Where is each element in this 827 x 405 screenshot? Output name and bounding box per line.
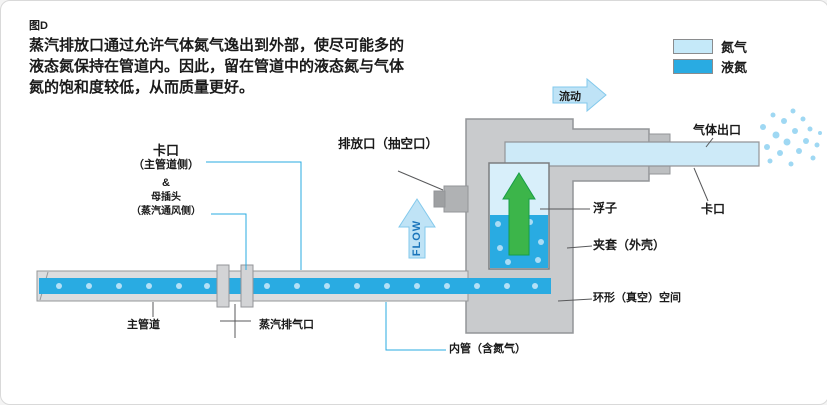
description-line: 氮的饱和度较低，从而质量更好。 bbox=[29, 79, 255, 96]
legend-item-gas: 氮气 bbox=[673, 37, 747, 55]
label-annular-space: 环形（真空）空间 bbox=[593, 292, 681, 304]
legend-label-liquid: 液氮 bbox=[721, 59, 748, 75]
label-gas-outlet: 气体出口 bbox=[693, 123, 742, 137]
legend: 氮气 液氮 bbox=[673, 37, 747, 77]
leader-lines-dark bbox=[152, 137, 714, 338]
label-vent-port: 排放口（抽空口） bbox=[338, 137, 439, 151]
flow-up-arrow-shape bbox=[398, 198, 436, 259]
flow-right-arrow-shape bbox=[552, 77, 607, 113]
label-main-pipe: 主管道 bbox=[127, 319, 160, 331]
float-shape bbox=[502, 172, 536, 256]
label-bayonet-right: 卡口 bbox=[701, 202, 726, 216]
figure-description: 蒸汽排放口通过允许气体氮气逸出到外部，使尽可能多的 液态氮保持在管道内。因此，留… bbox=[29, 35, 479, 98]
vent-port-shape bbox=[433, 185, 469, 213]
label-bayonet-main: 卡口 bbox=[152, 143, 179, 158]
pipe-bubbles bbox=[56, 283, 538, 289]
label-female-plug: 母插头 bbox=[151, 192, 181, 203]
legend-item-liquid: 液氮 bbox=[673, 57, 747, 75]
label-steam-vent: 蒸汽排气口 bbox=[259, 319, 314, 331]
label-jacket: 夹套（外壳） bbox=[593, 238, 666, 252]
label-ampersand: & bbox=[162, 177, 170, 189]
description-line: 蒸汽排放口通过允许气体氮气逸出到外部，使尽可能多的 bbox=[29, 37, 405, 54]
label-female-plug-sub: （蒸汽通风侧） bbox=[131, 206, 201, 217]
label-bayonet-main-sub: （主管道侧） bbox=[133, 159, 199, 171]
label-float: 浮子 bbox=[593, 201, 618, 215]
nitrogen-gas-swatch bbox=[673, 38, 713, 54]
bayonet-joint-shape bbox=[216, 264, 254, 308]
flow-up-arrow-label: FLOW bbox=[411, 219, 423, 257]
flow-right-arrow-label: 流动 bbox=[559, 90, 581, 103]
description-line: 液态氮保持在管道内。因此，留在管道中的液态氮与气体 bbox=[29, 58, 405, 75]
figure-label: 图D bbox=[29, 20, 48, 32]
gas-spray-dots bbox=[760, 108, 822, 167]
leader-lines-blue bbox=[206, 161, 446, 351]
label-inner-pipe: 内管（含氮气） bbox=[449, 343, 526, 355]
legend-label-gas: 氮气 bbox=[721, 39, 748, 55]
liquid-nitrogen-swatch bbox=[673, 58, 713, 74]
